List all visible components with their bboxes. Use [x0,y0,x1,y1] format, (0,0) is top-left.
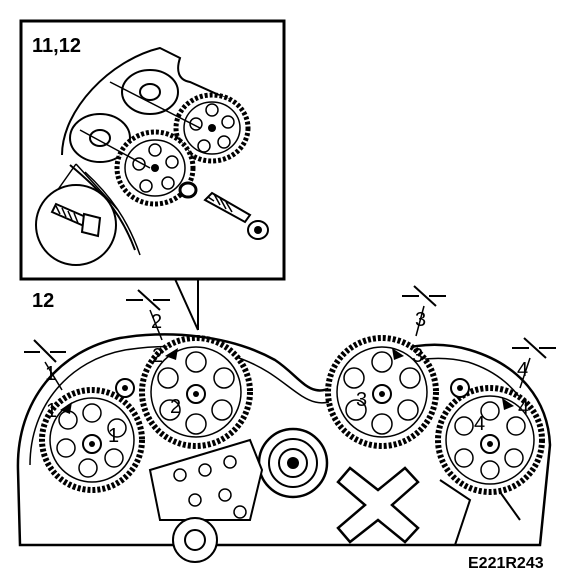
sprocket-2 [139,335,253,449]
marker-3-top-label: 3 [415,309,426,331]
sprocket-1 [39,387,145,493]
sprocket-4 [435,385,545,495]
marker-4-gear-label: 4 [518,397,529,419]
inset-front-gear [114,129,196,207]
marker-2-hub-label: 2 [170,396,181,418]
figure-code: E221R243 [468,555,544,572]
marker-2-top: 2 [126,289,170,341]
marker-4-top-label: 4 [517,359,528,381]
tensioner-pulley [257,427,329,499]
marker-2-top-label: 2 [151,311,162,333]
marker-3-hub-label: 3 [356,389,367,411]
inset-panel: 11,12 [19,19,286,281]
marker-3-top: 3 [402,285,446,337]
sprocket-3 [325,335,439,449]
main-label: 12 [32,290,54,312]
inset-rear-gear [173,92,251,164]
marker-1-top-label: 1 [45,363,56,385]
marker-4-hub-label: 4 [474,413,485,435]
marker-1-hub-label: 1 [108,425,119,447]
marker-2-gear-label: 2 [152,345,163,367]
inset-label: 11,12 [32,35,81,57]
marker-1-gear-label: 1 [46,400,57,422]
marker-3-gear-label: 3 [412,345,423,367]
inset-bolt [203,191,269,240]
marker-4-top: 4 [512,337,556,389]
inset-detail-circle [35,163,119,266]
marker-1-top: 1 [24,339,66,391]
